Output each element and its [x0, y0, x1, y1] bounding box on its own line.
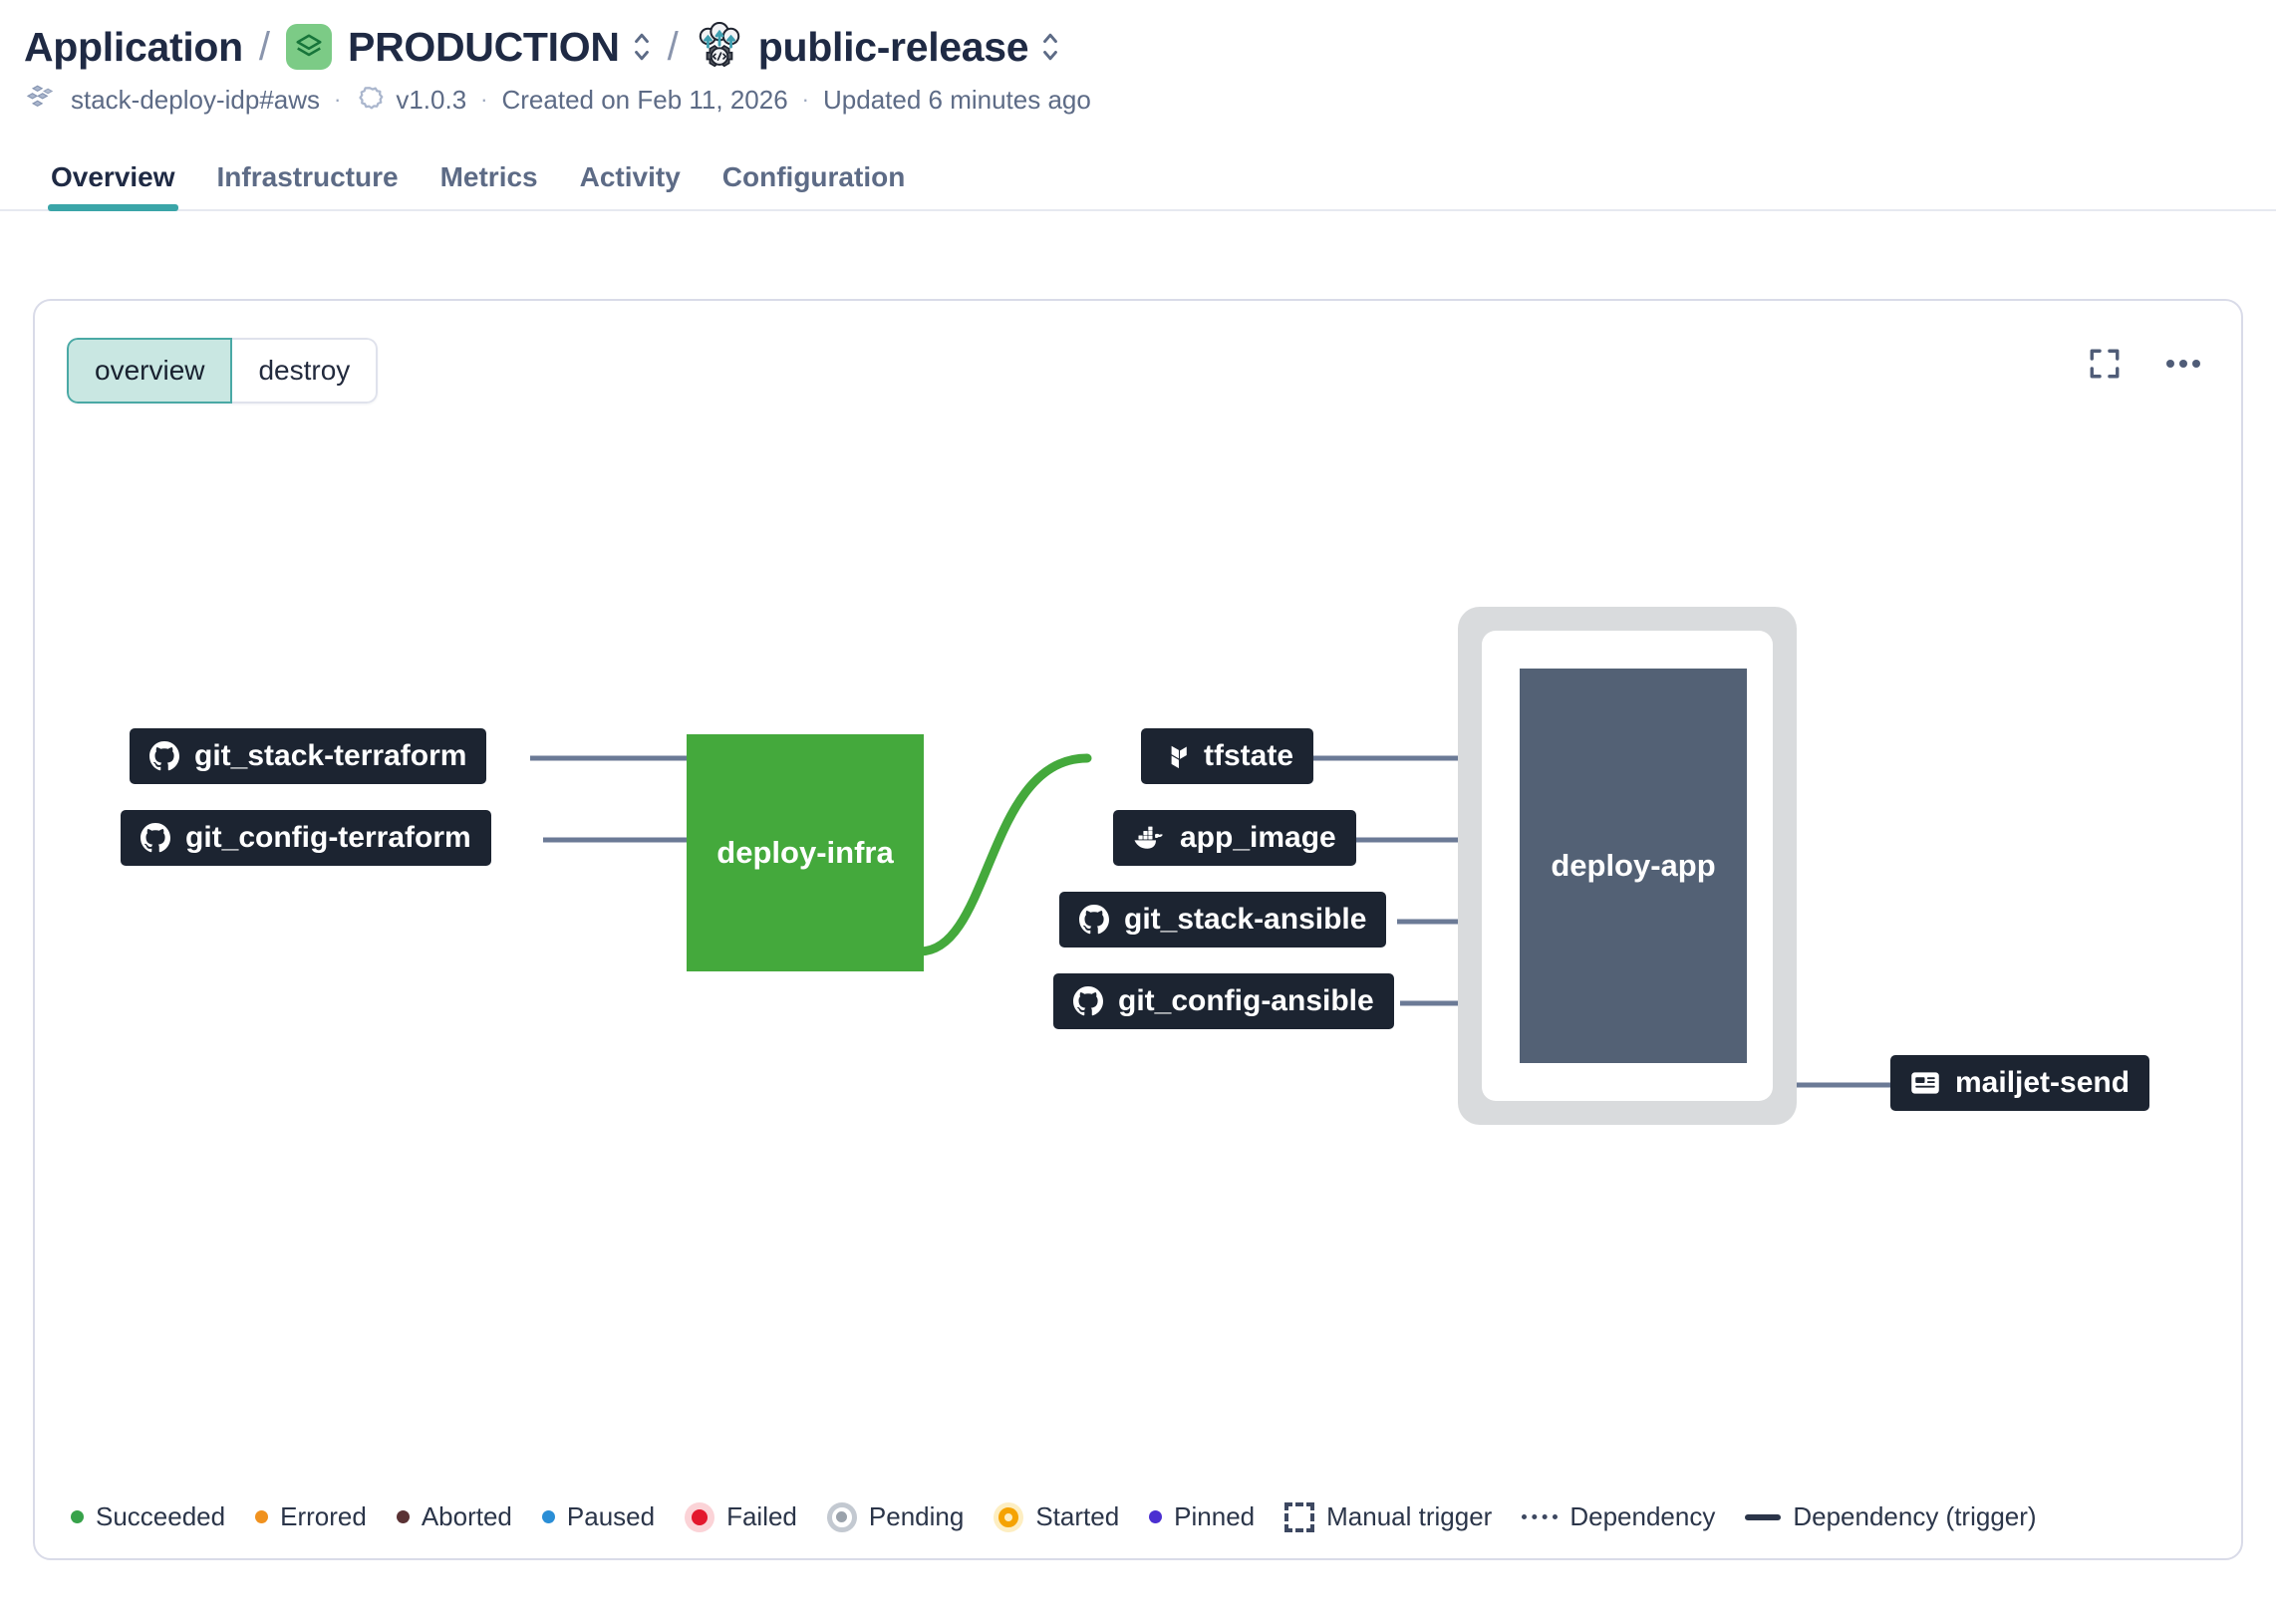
node-git-config-ansible-label: git_config-ansible — [1118, 984, 1374, 1017]
breadcrumb-separator: / — [258, 24, 271, 69]
node-git-config-ansible[interactable]: git_config-ansible — [1053, 973, 1394, 1029]
fullscreen-icon[interactable] — [2088, 347, 2122, 381]
node-git-stack-terraform-label: git_stack-terraform — [194, 739, 467, 772]
toggle-destroy-button[interactable]: destroy — [232, 338, 379, 404]
legend-marker-paused — [541, 1510, 555, 1523]
mail-card-icon — [1911, 1072, 1939, 1094]
legend-item-failed: Failed — [685, 1501, 797, 1532]
tab-metrics[interactable]: Metrics — [439, 161, 538, 192]
legend-marker-manual-trigger — [1284, 1501, 1315, 1532]
legend-item-dependency: Dependency — [1522, 1501, 1715, 1532]
legend-item-succeeded: Succeeded — [71, 1501, 225, 1532]
meta-dot-3: · — [801, 87, 809, 112]
meta-dot-1: · — [334, 87, 342, 112]
legend-marker-succeeded — [71, 1510, 84, 1523]
layers-icon — [286, 24, 333, 70]
version-label: v1.0.3 — [396, 84, 467, 115]
graph-canvas-card: overview destroy — [33, 299, 2243, 1560]
tab-configuration[interactable]: Configuration — [721, 161, 906, 192]
github-icon — [1079, 905, 1109, 935]
chevron-updown-icon-production[interactable] — [632, 27, 652, 67]
legend-label-manual-trigger: Manual trigger — [1326, 1501, 1493, 1531]
legend-item-started: Started — [994, 1501, 1119, 1532]
docker-icon — [1134, 826, 1163, 849]
graph-legend: Succeeded Errored Aborted Paused Failed — [71, 1501, 2067, 1532]
legend-item-pinned: Pinned — [1149, 1501, 1255, 1532]
card-actions — [2088, 347, 2201, 381]
github-icon — [1073, 986, 1103, 1016]
breadcrumb-item-public-release[interactable]: public-release — [757, 23, 1029, 70]
node-app-image[interactable]: app_image — [1113, 810, 1356, 866]
stack-blocks-icon — [26, 85, 54, 108]
breadcrumb: Application / PRODUCTION / — [0, 0, 2276, 76]
legend-label-dependency-trigger: Dependency (trigger) — [1793, 1501, 2037, 1531]
legend-marker-pending — [826, 1501, 857, 1532]
legend-marker-failed — [685, 1501, 715, 1532]
legend-label-dependency: Dependency — [1569, 1501, 1716, 1531]
node-deploy-app-label: deploy-app — [1551, 848, 1716, 883]
legend-label-pending: Pending — [868, 1501, 965, 1531]
legend-marker-pinned — [1149, 1510, 1163, 1523]
toggle-overview-button[interactable]: overview — [67, 338, 233, 404]
node-tfstate-label: tfstate — [1204, 739, 1294, 772]
legend-marker-errored — [255, 1510, 269, 1523]
legend-marker-started — [994, 1501, 1024, 1532]
node-mailjet-send[interactable]: mailjet-send — [1890, 1055, 2150, 1111]
chevron-updown-icon-release[interactable] — [1040, 27, 1060, 67]
legend-marker-aborted — [396, 1510, 410, 1523]
node-git-config-terraform-label: git_config-terraform — [185, 821, 471, 854]
metadata-row: stack-deploy-idp#aws · v1.0.3 · Created … — [0, 76, 2276, 124]
cloud-deploy-gear-icon — [699, 22, 740, 68]
legend-item-errored: Errored — [255, 1501, 367, 1532]
node-mailjet-send-label: mailjet-send — [1955, 1066, 2131, 1099]
updated-label: Updated 6 minutes ago — [823, 84, 1091, 115]
legend-label-pinned: Pinned — [1174, 1501, 1256, 1531]
tab-overview[interactable]: Overview — [30, 161, 196, 211]
node-git-stack-ansible-label: git_stack-ansible — [1124, 903, 1367, 936]
created-label: Created on Feb 11, 2026 — [501, 84, 788, 115]
legend-item-pending: Pending — [826, 1501, 965, 1532]
legend-item-paused: Paused — [541, 1501, 656, 1532]
legend-label-errored: Errored — [280, 1501, 367, 1531]
breadcrumb-item-application[interactable]: Application — [24, 23, 243, 70]
node-git-config-terraform[interactable]: git_config-terraform — [121, 810, 491, 866]
legend-item-aborted: Aborted — [396, 1501, 512, 1532]
node-git-stack-ansible[interactable]: git_stack-ansible — [1059, 892, 1387, 947]
breadcrumb-separator-2: / — [667, 24, 679, 69]
node-deploy-app[interactable]: deploy-app — [1520, 669, 1747, 1063]
gear-outline-icon — [359, 87, 384, 110]
terraform-icon — [1171, 745, 1187, 769]
legend-marker-dependency-trigger — [1745, 1513, 1782, 1520]
node-git-stack-terraform[interactable]: git_stack-terraform — [130, 728, 487, 784]
deployment-graph: deploy-infra deploy-app git_stack-terraf… — [35, 301, 2241, 1558]
breadcrumb-item-production[interactable]: PRODUCTION — [348, 23, 620, 70]
github-icon — [141, 823, 170, 853]
edge-deployinfra-tfstate — [915, 753, 1092, 956]
tab-infrastructure[interactable]: Infrastructure — [216, 161, 399, 192]
legend-label-aborted: Aborted — [421, 1501, 512, 1531]
view-toggle-group: overview destroy — [67, 338, 379, 404]
meta-dot-2: · — [480, 87, 488, 112]
legend-marker-dependency — [1522, 1514, 1559, 1519]
legend-item-dependency-trigger: Dependency (trigger) — [1745, 1501, 2037, 1532]
legend-label-failed: Failed — [726, 1501, 797, 1531]
node-app-image-label: app_image — [1180, 821, 1336, 854]
node-deploy-infra-label: deploy-infra — [716, 835, 894, 870]
node-tfstate[interactable]: tfstate — [1141, 728, 1314, 784]
more-options-icon[interactable] — [2165, 358, 2201, 370]
node-deploy-infra[interactable]: deploy-infra — [687, 734, 924, 971]
legend-label-paused: Paused — [566, 1501, 656, 1531]
tab-bar: Overview Infrastructure Metrics Activity… — [0, 141, 2276, 211]
legend-label-succeeded: Succeeded — [96, 1501, 226, 1531]
legend-item-manual-trigger: Manual trigger — [1284, 1501, 1492, 1532]
github-icon — [149, 741, 179, 771]
tab-activity[interactable]: Activity — [579, 161, 681, 192]
stack-name[interactable]: stack-deploy-idp#aws — [71, 84, 321, 115]
legend-label-started: Started — [1035, 1501, 1120, 1531]
